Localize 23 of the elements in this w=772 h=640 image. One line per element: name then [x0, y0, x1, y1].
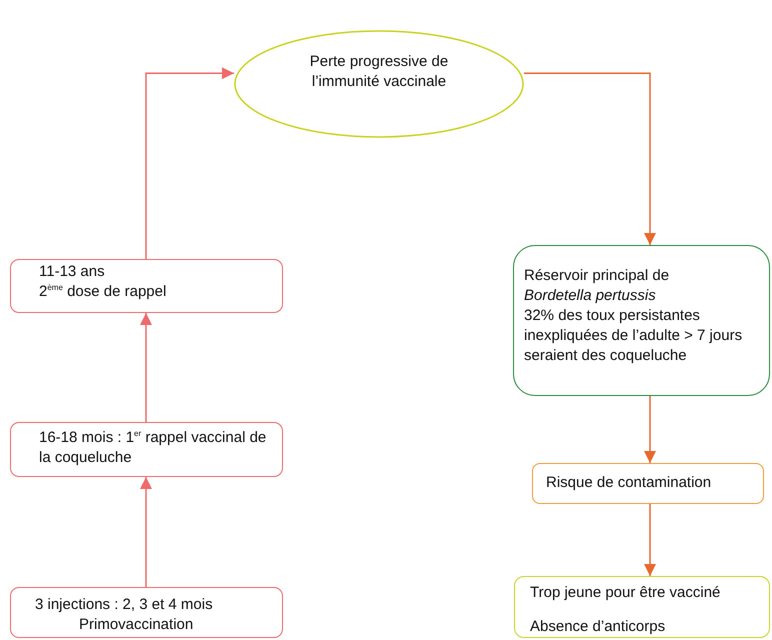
rounded-box	[532, 463, 764, 504]
node-text: 16-18 mois : 1$^{er}$ rappel vaccinal de la coqueluche	[39, 428, 268, 468]
node-text: Absence d’anticorps	[530, 617, 666, 637]
rounded-box	[10, 587, 283, 638]
arrow	[140, 313, 152, 422]
arrow	[524, 72, 656, 245]
node-text: Primovaccination	[78, 615, 194, 635]
rounded-box	[10, 259, 283, 313]
arrow	[145, 67, 234, 259]
node-text: 2$^{ème}$ dose de rappel	[39, 282, 168, 302]
node-text: Risque de contamination	[546, 473, 712, 493]
arrow	[644, 504, 656, 576]
rounded-box	[514, 576, 770, 638]
rounded-box	[513, 245, 770, 396]
node-text: 3 injections : 2, 3 et 4 mois	[35, 595, 214, 615]
rounded-box	[10, 422, 283, 477]
node-text: Perte progressive de l’immunité vaccinale	[308, 52, 450, 92]
arrow	[644, 396, 656, 463]
node-text: 32% des toux persistantes inexpliquées de l’adulte > 7 jours seraient des coqueluche	[524, 306, 744, 366]
arrow	[140, 477, 152, 587]
node-text: Réservoir principal de Bordetella pertussis	[524, 266, 670, 306]
node-text: Trop jeune pour être vacciné	[530, 583, 722, 603]
node-text: 11-13 ans	[39, 262, 106, 282]
